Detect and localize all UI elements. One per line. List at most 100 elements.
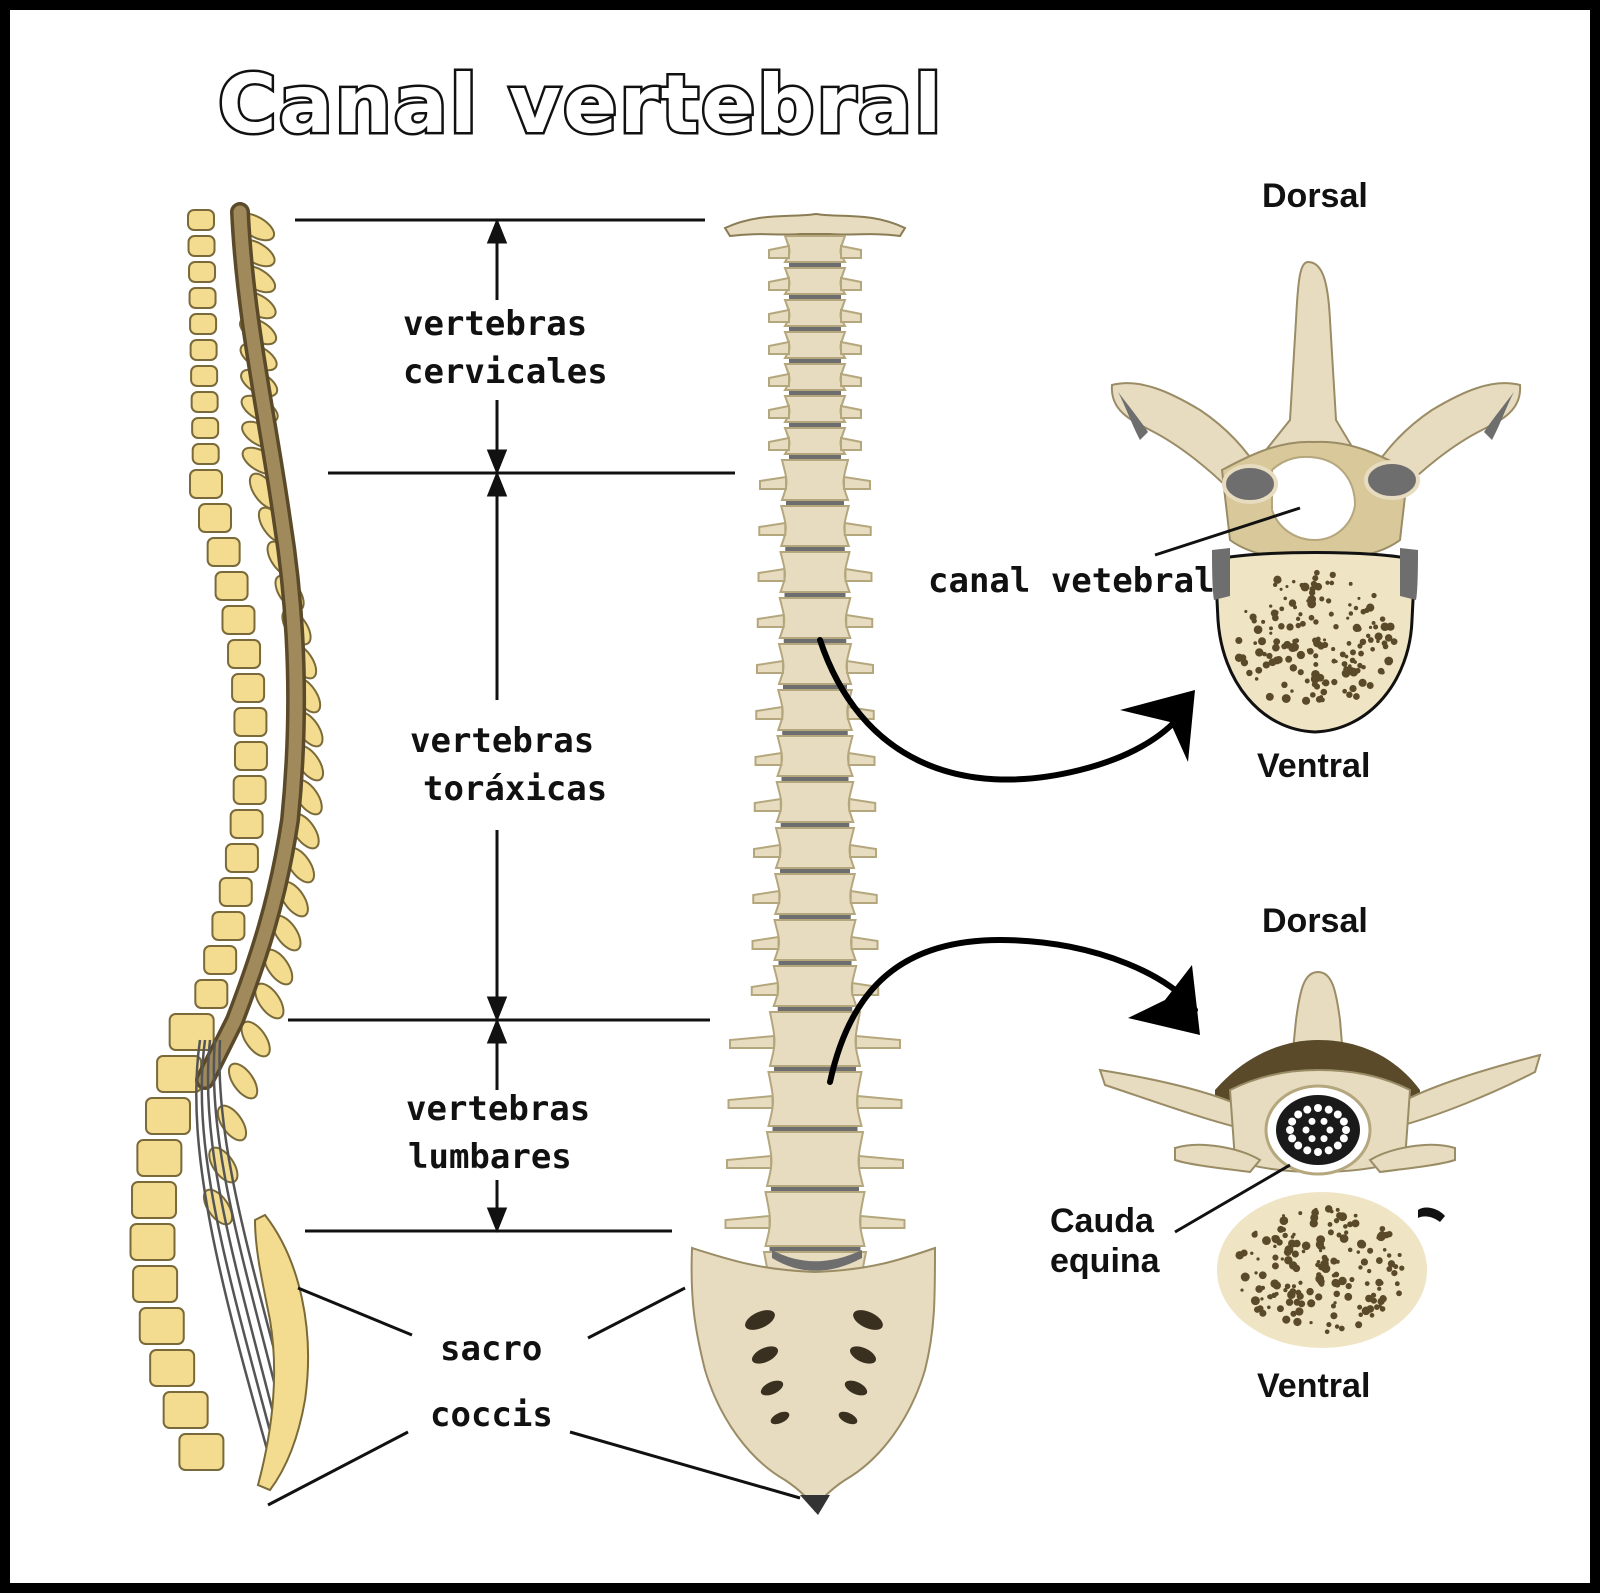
transverse-process-left: [727, 1094, 774, 1109]
trabecula: [1322, 679, 1330, 687]
trabecula: [1325, 598, 1332, 604]
trabecula: [1297, 669, 1304, 676]
trabecula: [1353, 1213, 1358, 1218]
trabecula: [1300, 582, 1310, 592]
trabecula: [1366, 682, 1374, 690]
arrow-to-thoracic-section: [817, 637, 1188, 783]
cauda-leader: [1174, 1163, 1291, 1234]
lateral-vertebra: [136, 1139, 183, 1177]
trabecula: [1365, 1294, 1373, 1303]
vertebral-body: [779, 505, 851, 547]
frontal-vertebra: [758, 505, 872, 552]
trabecula: [1378, 1280, 1384, 1286]
transverse-process-right: [840, 244, 862, 259]
trabecula: [1313, 619, 1319, 625]
trabecula: [1325, 580, 1330, 585]
trabecula: [1282, 1315, 1291, 1324]
trabecula: [1272, 582, 1278, 588]
trabecula: [1319, 596, 1325, 602]
lateral-vertebra: [229, 809, 264, 839]
trabecula: [1267, 1305, 1271, 1310]
trabecula: [1382, 643, 1389, 650]
intervertebral-disc: [789, 326, 841, 332]
lateral-vertebra: [224, 843, 259, 873]
frontal-vertebra: [768, 395, 862, 428]
trabecula: [1377, 634, 1382, 639]
trabecula: [1375, 1257, 1383, 1264]
vertebral-body: [775, 781, 855, 823]
lateral-vertebra: [198, 503, 233, 533]
lateral-vertebra: [162, 1391, 209, 1429]
trabecula: [1290, 1310, 1297, 1317]
trabecula: [1331, 658, 1337, 664]
diagram-title: Canal vertebral: [218, 58, 943, 151]
cauda-equina-section: [1286, 1104, 1350, 1156]
intervertebral-disc: [789, 422, 841, 428]
thoracic-vertebra-section: [1110, 260, 1522, 734]
trabecula: [1344, 1292, 1353, 1301]
trabecula: [1371, 592, 1377, 599]
trabecula: [1290, 642, 1299, 652]
intervertebral-disc: [789, 390, 841, 396]
transverse-process-right: [855, 1034, 901, 1049]
trabecula: [1289, 1288, 1297, 1295]
trabecula: [1377, 1286, 1382, 1291]
trabecula: [1281, 643, 1288, 650]
transverse-process-right: [856, 1094, 903, 1109]
trabecula: [1335, 1282, 1340, 1288]
frontal-vertebra: [759, 459, 871, 506]
transverse-process-left: [768, 372, 790, 387]
trabecula: [1329, 571, 1336, 579]
trabecula: [1291, 579, 1296, 584]
transverse-process-left: [753, 797, 782, 812]
vertebral-body: [783, 395, 847, 423]
nerve-root: [1339, 1117, 1348, 1126]
transverse-process-left: [755, 705, 784, 720]
lateral-vertebra: [168, 1013, 215, 1051]
trabecula: [1246, 669, 1253, 677]
nerve-root: [1294, 1110, 1303, 1119]
trabecula: [1291, 1284, 1297, 1289]
lumbar-label-line1: vertebras: [406, 1089, 590, 1129]
lateral-vertebra: [194, 979, 229, 1009]
nerve-root: [1324, 1105, 1333, 1114]
nerve-root: [1314, 1148, 1322, 1156]
trabecula: [1348, 603, 1352, 607]
vertebral-body: [773, 873, 857, 915]
lumbar-vertebra-section: [1098, 970, 1542, 1348]
trabecula: [1271, 1280, 1278, 1288]
trabecula: [1275, 610, 1279, 615]
transverse-process-left: [768, 244, 790, 259]
intervertebral-disc: [771, 1186, 859, 1192]
canal-leader: [1154, 506, 1301, 557]
lateral-vertebra: [227, 639, 262, 669]
trabecula: [1338, 1325, 1345, 1332]
lateral-vertebra: [190, 391, 219, 413]
trabecula: [1382, 1248, 1387, 1252]
trabecula: [1331, 678, 1338, 686]
frontal-vertebra: [757, 551, 873, 598]
trabecula: [1333, 1301, 1337, 1305]
canal-label: canal vetebral: [928, 561, 1215, 601]
trabecula: [1273, 1244, 1277, 1249]
ventral-top-label: Ventral: [1257, 747, 1370, 785]
trabecula: [1282, 1232, 1288, 1239]
intervertebral-disc: [789, 454, 841, 460]
trabecula: [1315, 636, 1321, 642]
trabecula: [1267, 1294, 1273, 1300]
trabecula: [1253, 625, 1263, 634]
transverse-process-right: [849, 843, 877, 858]
trabecula: [1273, 638, 1281, 646]
trabecula: [1324, 1329, 1330, 1335]
nerve-root: [1324, 1146, 1333, 1155]
trabecula: [1259, 1309, 1267, 1317]
intervertebral-disc: [785, 546, 845, 552]
frontal-vertebra: [768, 267, 862, 300]
vertebral-body: [764, 1191, 866, 1247]
frontal-sacrum: [690, 1246, 937, 1513]
trabecula: [1269, 604, 1273, 608]
transverse-process-left: [729, 1034, 775, 1049]
lateral-vertebra: [156, 1055, 203, 1093]
nerve-root: [1320, 1135, 1328, 1143]
trabecula: [1281, 1214, 1286, 1218]
